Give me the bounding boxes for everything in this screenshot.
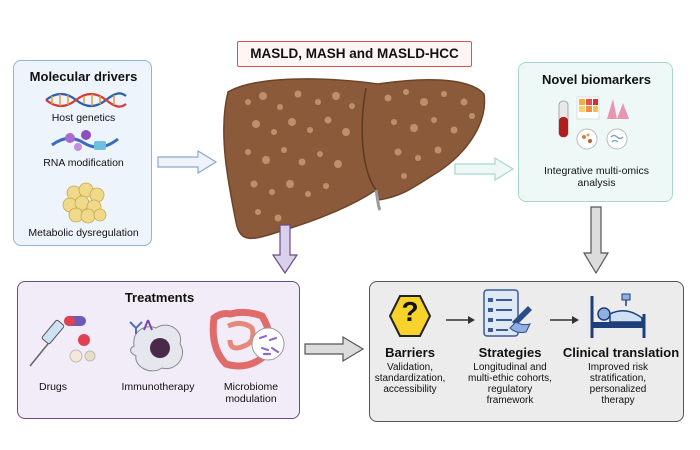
strategies-line-1: Longitudinal and	[473, 362, 547, 373]
arrow-strategies-to-clinical	[550, 316, 579, 324]
clinical-line-4: therapy	[601, 395, 635, 406]
arrow-liver-to-treatments	[271, 224, 299, 275]
barriers-line-2: standardization,	[374, 373, 446, 384]
strategies-line-3: regulatory	[487, 384, 533, 395]
barriers-title: Barriers	[385, 345, 435, 360]
clinical-line-1: Improved risk	[587, 362, 648, 373]
barriers-line-1: Validation,	[387, 362, 433, 373]
novel-biomarkers-title: Novel biomarkers	[541, 72, 652, 87]
clinical-translation-title: Clinical translation	[562, 345, 680, 360]
novel-biomarkers-box: Novel biomarkers Integrative multi-omics…	[518, 62, 673, 202]
arrow-liver-to-biomarkers	[454, 156, 515, 182]
translation-box: ? Barriers Validation, standardization, …	[369, 281, 684, 422]
rna-modification-icon	[51, 130, 119, 151]
multi-omics-icon	[558, 96, 629, 150]
immunotherapy-icon	[129, 319, 184, 372]
dna-icon	[45, 92, 127, 108]
molecular-drivers-title: Molecular drivers	[29, 69, 138, 84]
biomarkers-subtitle-line1: Integrative multi-omics	[543, 165, 650, 177]
question-hexagon-icon	[388, 295, 432, 337]
microbiome-label-line1: Microbiome	[223, 381, 279, 393]
biomarkers-subtitle-line2: analysis	[577, 177, 616, 189]
strategies-title: Strategies	[478, 345, 542, 360]
main-title: MASLD, MASH and MASLD-HCC	[250, 46, 459, 61]
drugs-icon	[29, 316, 96, 367]
immunotherapy-label: Immunotherapy	[121, 381, 195, 393]
arrow-treatments-to-translation	[304, 335, 365, 363]
clinical-line-2: stratification,	[589, 373, 647, 384]
checklist-icon	[483, 289, 532, 337]
microbiome-icon	[209, 308, 285, 370]
liver-illustration	[223, 78, 486, 239]
strategies-line-2: multi-ethic cohorts,	[468, 373, 552, 384]
treatments-title: Treatments	[124, 290, 195, 305]
rna-modification-label: RNA modification	[43, 157, 124, 169]
main-title-box: MASLD, MASH and MASLD-HCC	[237, 41, 472, 67]
barriers-line-3: accessibility	[383, 384, 437, 395]
hospital-bed-icon	[590, 293, 646, 338]
arrow-biomarkers-to-translation	[582, 206, 610, 275]
arrow-molecular-to-liver	[157, 149, 218, 175]
treatments-box: Treatments Drugs Immunotherapy Microbiom…	[17, 281, 300, 419]
arrow-barriers-to-strategies	[446, 316, 475, 324]
question-mark: ?	[401, 296, 419, 327]
clinical-line-3: personalized	[589, 384, 647, 395]
microbiome-label-line2: modulation	[225, 393, 277, 405]
strategies-line-4: framework	[486, 395, 534, 406]
metabolic-cluster-icon	[62, 182, 107, 224]
molecular-drivers-box: Molecular drivers Host genetics RNA modi…	[13, 60, 152, 246]
host-genetics-label: Host genetics	[51, 112, 116, 124]
drugs-label: Drugs	[38, 381, 67, 393]
metabolic-dysregulation-label: Metabolic dysregulation	[28, 227, 139, 239]
